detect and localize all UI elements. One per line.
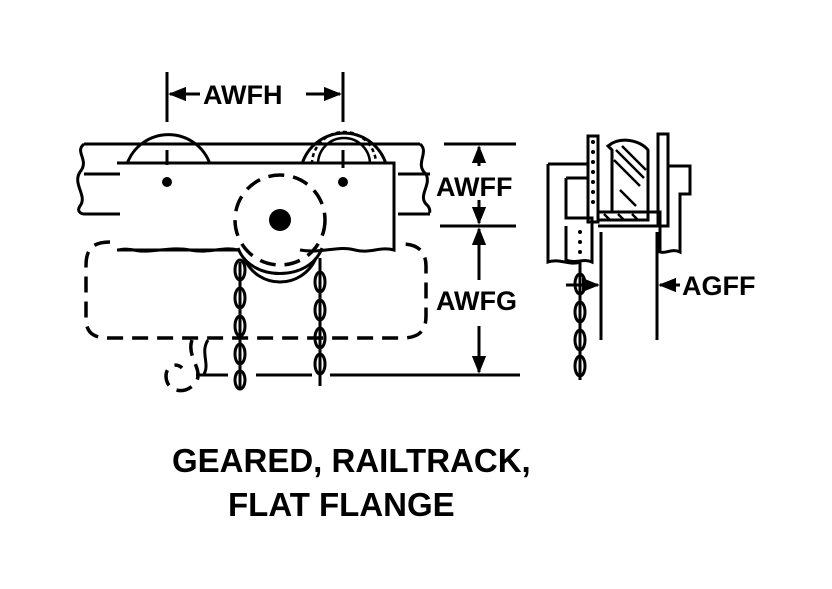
hand-chain-wheel-hub <box>269 209 291 231</box>
awff-label: AWFF <box>436 172 512 202</box>
plate-rivets <box>578 140 595 254</box>
right-bearing-wheel <box>300 130 388 165</box>
left-hand-chain <box>233 258 247 391</box>
left-wheel <box>125 133 212 165</box>
left-axle-dot <box>162 177 172 187</box>
dimension-agff: AGFF <box>566 232 756 340</box>
awfg-label: AWFG <box>436 286 517 316</box>
dimension-awfh: AWFH <box>165 72 345 122</box>
awfh-label: AWFH <box>203 80 282 110</box>
side-hand-chain <box>573 262 587 380</box>
rail-cross-section <box>596 138 662 228</box>
dimension-awff: AWFF <box>436 142 516 228</box>
caption-line-1: GEARED, RAILTRACK, <box>172 442 531 479</box>
hoist-body-outline <box>84 240 428 340</box>
dimension-awfg: AWFG <box>436 227 517 374</box>
hand-chain-wheel <box>233 173 327 267</box>
right-hand-chain <box>313 258 327 386</box>
side-view <box>546 132 692 380</box>
caption-line-2: FLAT FLANGE <box>228 486 455 523</box>
agff-label: AGFF <box>682 271 756 301</box>
right-axle-dot <box>338 177 348 187</box>
hook <box>164 339 228 393</box>
front-view <box>76 130 520 393</box>
side-plate <box>116 161 396 253</box>
